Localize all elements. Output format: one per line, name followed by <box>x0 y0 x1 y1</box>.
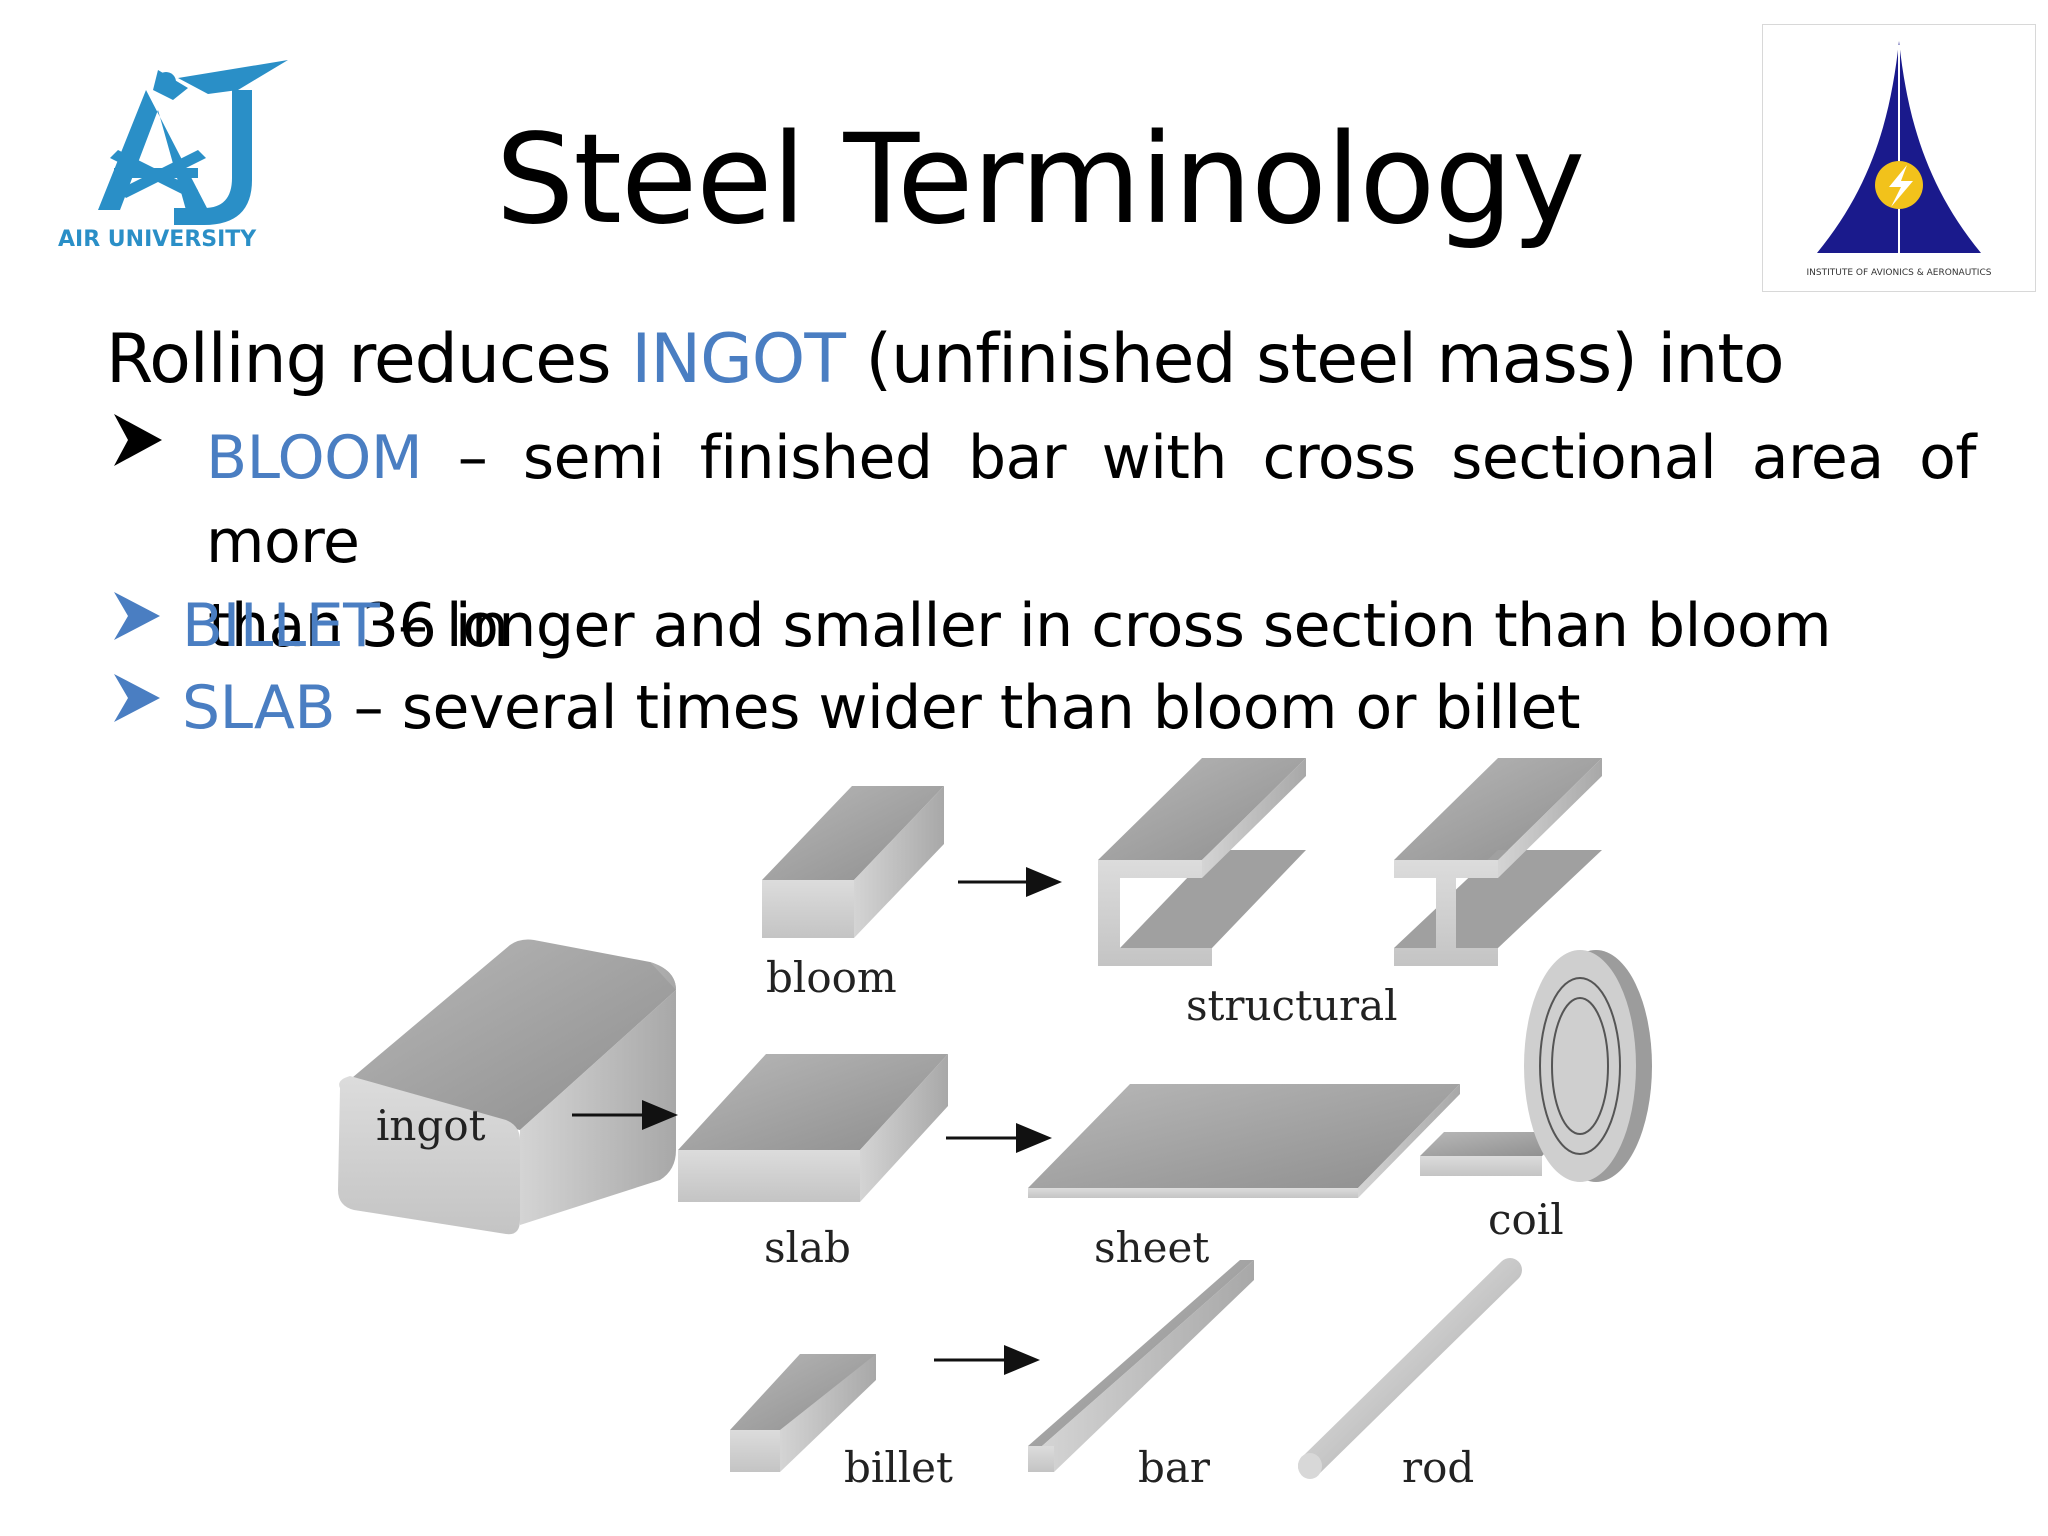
label-sheet: sheet <box>1094 1223 1209 1272</box>
intro-highlight: INGOT <box>631 320 846 399</box>
bloom-shape <box>762 786 944 938</box>
slide-title: Steel Terminology <box>495 108 1586 252</box>
coil-shape <box>1420 950 1652 1182</box>
label-bloom: bloom <box>766 953 897 1002</box>
intro-after: (unfinished steel mass) into <box>844 320 1784 399</box>
bullet-term: SLAB <box>182 673 336 743</box>
air-university-logo-text: AIR UNIVERSITY <box>58 227 257 250</box>
bullet-arrow-icon <box>114 674 160 722</box>
label-billet: billet <box>844 1443 953 1492</box>
bullet-text: – longer and smaller in cross section th… <box>379 591 1832 661</box>
i-beam-shape <box>1394 758 1602 966</box>
billet-shape <box>730 1354 876 1472</box>
slab-shape <box>678 1054 948 1202</box>
bullet-text: – several times wider than bloom or bill… <box>335 673 1581 743</box>
intro-line: Rolling reduces INGOT (unfinished steel … <box>106 320 1785 400</box>
channel-shape <box>1098 758 1306 966</box>
label-coil: coil <box>1488 1195 1564 1244</box>
label-ingot: ingot <box>376 1101 486 1150</box>
iaa-emblem-icon: INSTITUTE OF AVIONICS & AERONAUTICS <box>1807 41 1992 278</box>
bullet-arrow-icon <box>114 592 160 640</box>
bullet-text: – semi finished bar with cross sectional… <box>206 423 1977 577</box>
bullet-continuation: than 36 in <box>208 591 509 661</box>
air-university-logo: AIR UNIVERSITY <box>58 60 288 250</box>
bullet-bloom: BLOOM – semi finished bar with cross sec… <box>206 416 1977 668</box>
iaa-logo-text: INSTITUTE OF AVIONICS & AERONAUTICS <box>1807 268 1992 278</box>
label-bar: bar <box>1138 1443 1211 1492</box>
bar-shape <box>1028 1260 1254 1472</box>
iaa-logo: INSTITUTE OF AVIONICS & AERONAUTICS <box>1762 24 2036 292</box>
bullet-term: BLOOM <box>206 423 423 493</box>
bullet-billet: BILLET – longer and smaller in cross sec… <box>182 584 1832 668</box>
label-slab: slab <box>764 1223 851 1272</box>
rolling-products-diagram: ingot bloom structural <box>338 758 1652 1492</box>
ingot-shape <box>338 939 676 1235</box>
bullet-slab: SLAB – several times wider than bloom or… <box>182 666 1580 750</box>
sheet-shape <box>1028 1084 1460 1198</box>
intro-before: Rolling reduces <box>106 320 632 399</box>
bullet-term: BILLET <box>182 591 380 661</box>
rod-shape <box>1298 1258 1522 1479</box>
label-structural: structural <box>1186 981 1398 1030</box>
bullet-arrow-icon <box>114 414 162 466</box>
label-rod: rod <box>1402 1443 1474 1492</box>
